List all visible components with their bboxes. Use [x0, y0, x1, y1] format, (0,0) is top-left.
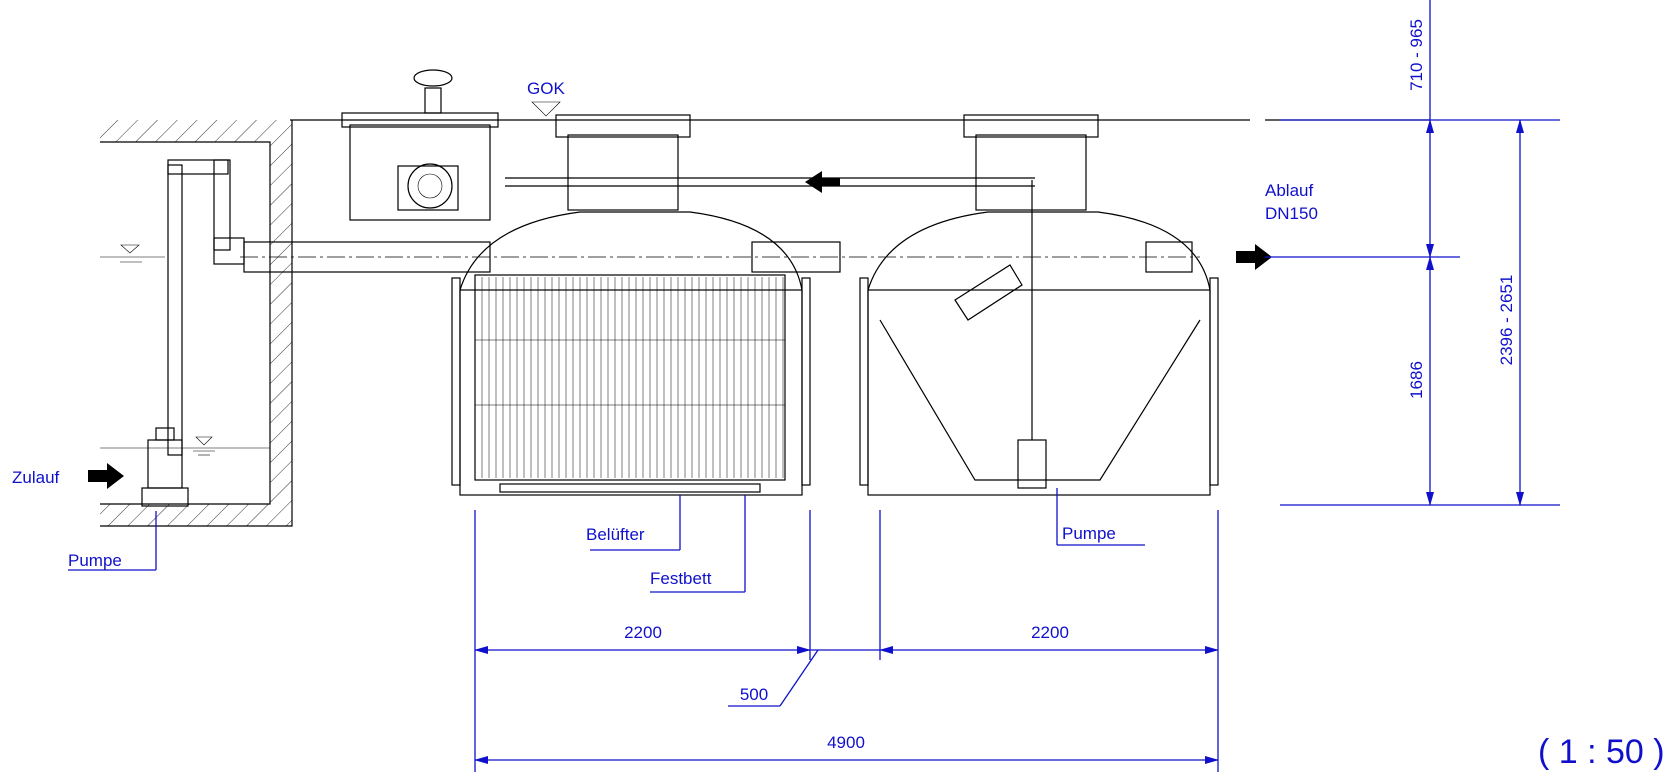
- pumpe-right-label: Pumpe: [1062, 524, 1116, 543]
- festbett-label: Festbett: [650, 569, 712, 588]
- dim-tank-water-height: 1686: [1407, 361, 1426, 399]
- inlet-pipe: [240, 241, 1200, 273]
- dim-tank2-width: 2200: [1031, 623, 1069, 642]
- fixed-bed-lamellae: [481, 277, 784, 478]
- ablauf-label: Ablauf: [1265, 181, 1313, 200]
- outlet-flow-arrow: [1236, 244, 1272, 270]
- vertical-dimensions: [1280, 0, 1560, 506]
- tank-2: [859, 114, 1219, 496]
- inlet-flow-arrow: [88, 463, 124, 489]
- gok-label: GOK: [527, 79, 565, 98]
- gok-marker: GOK: [527, 79, 565, 117]
- dim-gap: 500: [740, 685, 768, 704]
- water-level-mark-left: [100, 244, 165, 263]
- dim-tank1-width: 2200: [624, 623, 662, 642]
- belufter-label: Belüfter: [586, 525, 645, 544]
- dim-total-width: 4900: [827, 733, 865, 752]
- horizontal-dimensions: [474, 510, 1219, 772]
- scale-label: ( 1 : 50 ): [1538, 733, 1665, 771]
- ablauf-dn-label: DN150: [1265, 204, 1318, 223]
- dim-cover-height: 710 - 965: [1407, 19, 1426, 91]
- zulauf-label: Zulauf: [12, 468, 60, 487]
- dim-total-height: 2396 - 2651: [1497, 275, 1516, 366]
- pumpe-left-label: Pumpe: [68, 551, 122, 570]
- transfer-flow-arrow: [805, 171, 840, 193]
- compressor-box: [341, 69, 499, 221]
- tank-1: [451, 114, 811, 496]
- pump-shaft: [100, 120, 293, 527]
- transfer-pipe: [505, 177, 1035, 187]
